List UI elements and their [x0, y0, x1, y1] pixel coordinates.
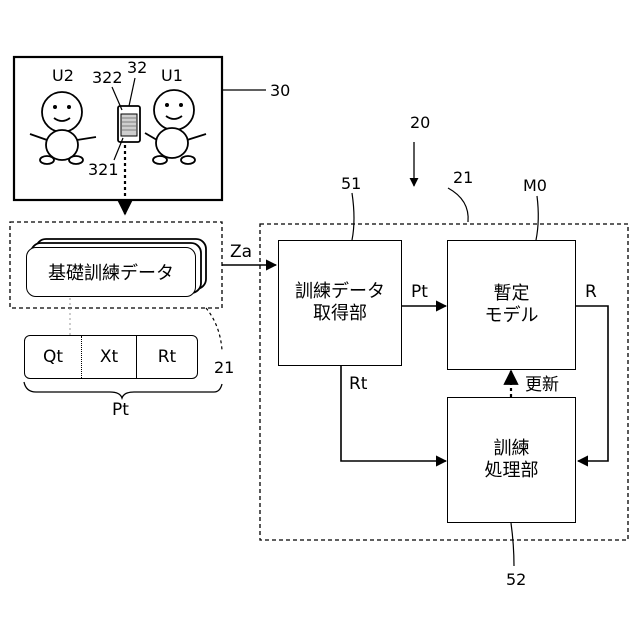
- leader-system-21: [448, 188, 468, 222]
- record-table: Qt Xt Rt: [24, 335, 198, 379]
- edge-label-pt: Pt: [411, 284, 428, 300]
- leader-m0: [536, 196, 538, 240]
- ref-u1: U1: [161, 68, 183, 84]
- edge-label-rt: Rt: [349, 376, 367, 392]
- training-data-acquirer-block: 訓練データ 取得部: [278, 240, 402, 366]
- training-processor-block: 訓練 処理部: [447, 397, 576, 523]
- record-bracket: [24, 382, 222, 398]
- ref-m0: M0: [523, 178, 547, 194]
- provisional-model-block: 暫定 モデル: [447, 240, 576, 370]
- arrow-r: [576, 306, 608, 461]
- record-field-xt: Xt: [82, 336, 137, 378]
- ref-21-left: 21: [214, 360, 234, 376]
- ref-u2: U2: [52, 68, 74, 84]
- record-label-pt: Pt: [112, 402, 129, 418]
- record-field-rt: Rt: [137, 336, 197, 378]
- leader-left-21: [206, 308, 222, 350]
- edge-label-r: R: [585, 284, 597, 300]
- leader-52: [511, 523, 514, 566]
- record-field-qt: Qt: [25, 336, 82, 378]
- ref-32: 32: [127, 60, 147, 76]
- ref-30: 30: [270, 83, 290, 99]
- ref-52: 52: [506, 572, 526, 588]
- base-training-data-label: 基礎訓練データ: [48, 259, 174, 285]
- base-training-data-card: 基礎訓練データ: [26, 247, 196, 297]
- ref-51: 51: [341, 176, 361, 192]
- edge-label-za: Za: [230, 244, 252, 260]
- edge-label-update: 更新: [525, 377, 559, 393]
- leader-51: [352, 193, 354, 240]
- ref-20: 20: [410, 115, 430, 131]
- ref-322: 322: [92, 70, 123, 86]
- ref-21-system: 21: [453, 170, 473, 186]
- device-figure: [118, 106, 140, 142]
- ref-321: 321: [88, 162, 119, 178]
